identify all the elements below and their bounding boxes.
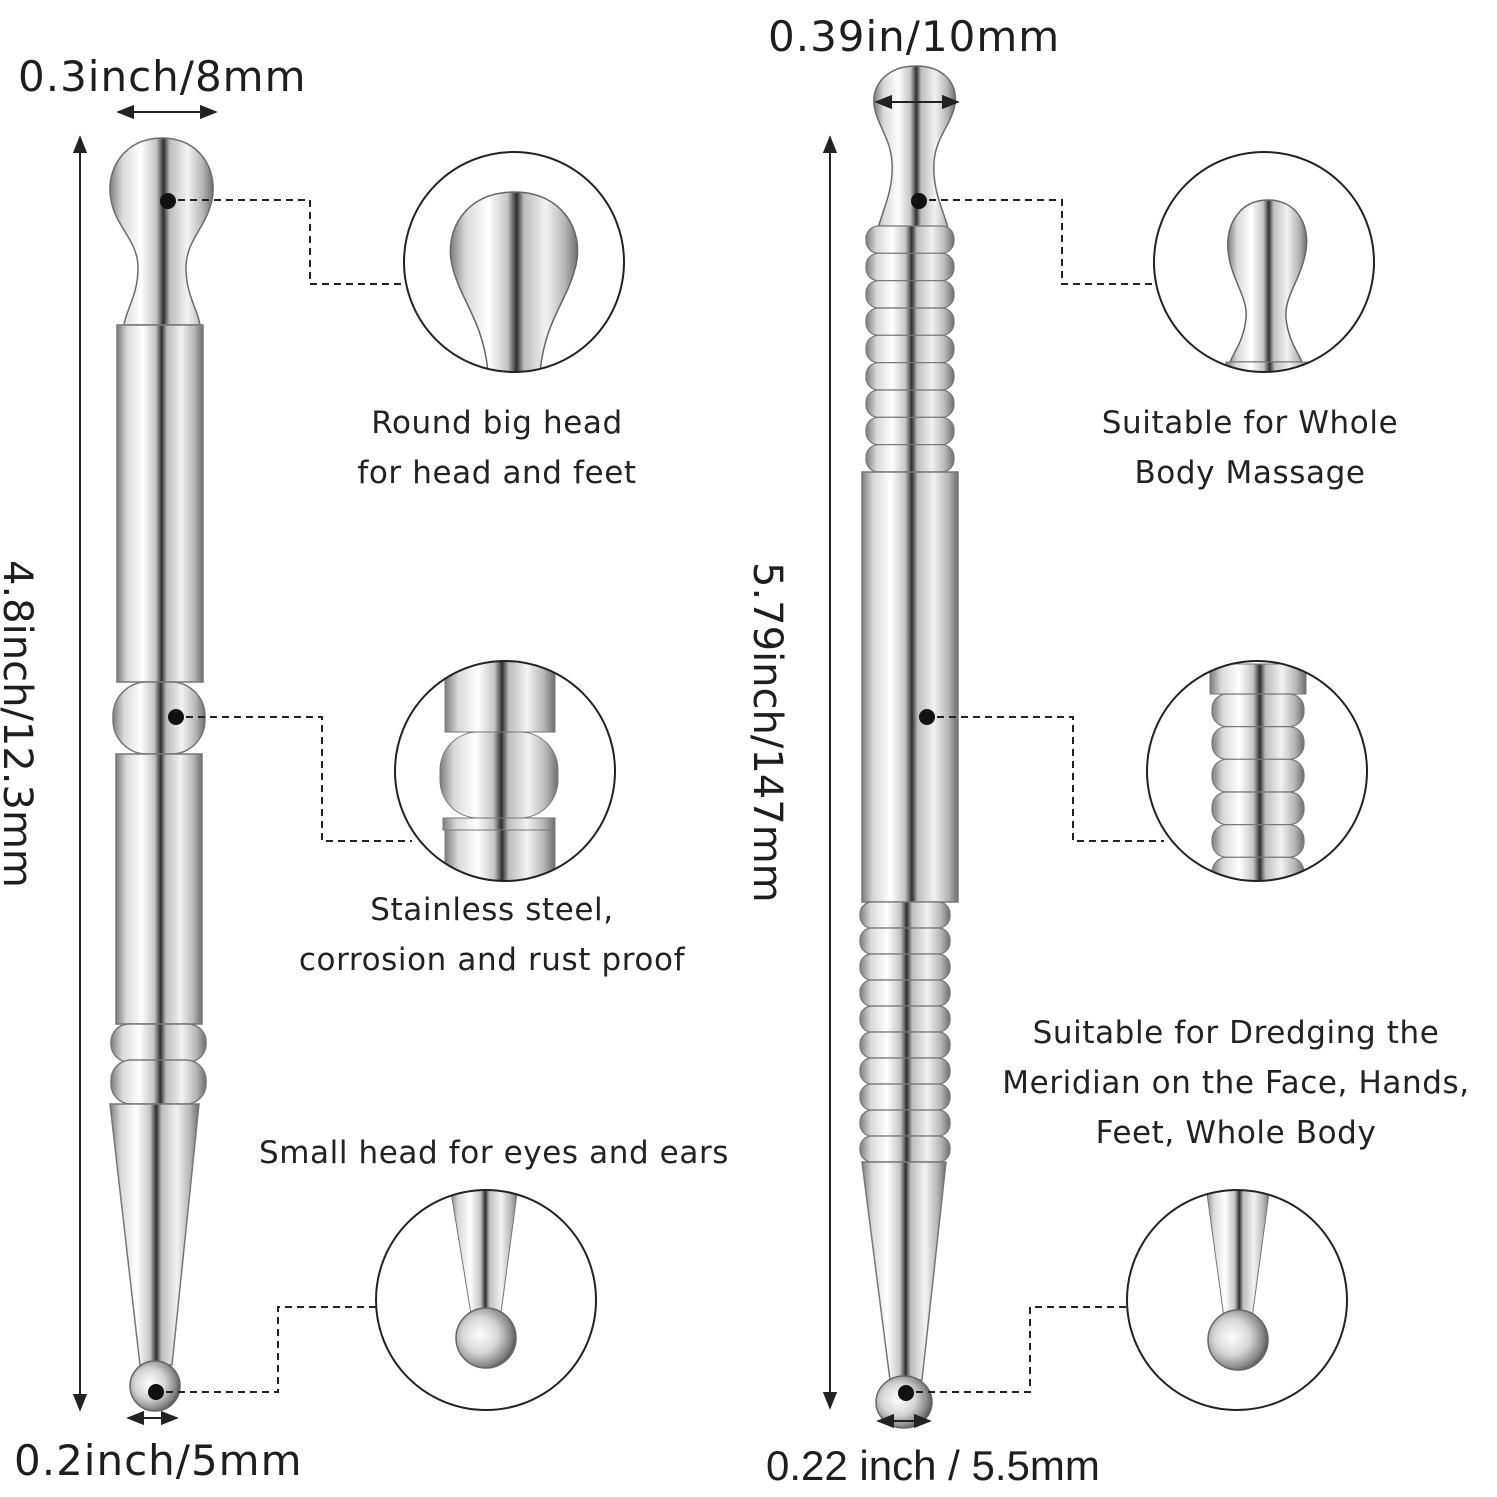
caption-small-head: Small head for eyes and ears (232, 1128, 756, 1178)
caption-material: Stainless steel, corrosion and rust proo… (262, 885, 722, 985)
stick-rib (859, 1005, 951, 1033)
caption-whole-body: Suitable for Whole Body Massage (1060, 398, 1440, 498)
caption-meridian: Suitable for Dredging the Meridian on th… (975, 1008, 1497, 1158)
stick-rib (859, 1057, 951, 1085)
left-tip-width-label: 0.2inch/5mm (14, 1436, 303, 1485)
stick-rib (859, 1083, 951, 1111)
zoom-rib (1211, 856, 1305, 881)
left-head-width-label: 0.3inch/8mm (18, 52, 307, 101)
zoom-rib (1211, 758, 1305, 793)
zoom-right-head (1153, 151, 1375, 373)
caption-line: Round big head (371, 405, 623, 441)
stick-rib (865, 416, 955, 446)
caption-line: Stainless steel, (370, 892, 614, 928)
stick-rib (865, 307, 955, 336)
right-leader-lines (916, 199, 1164, 1393)
caption-line: Meridian on the Face, Hands, (1002, 1065, 1470, 1101)
zoom-rib (1211, 693, 1305, 728)
stick-rib (865, 444, 955, 473)
right-head-width-label: 0.39in/10mm (768, 12, 1061, 61)
stick-rib (865, 252, 955, 282)
zoom-left-small-tip (375, 1189, 597, 1411)
zoom-left-big-head (403, 151, 625, 373)
caption-line: Feet, Whole Body (1095, 1115, 1377, 1151)
stick-rib (859, 1135, 951, 1163)
left-massage-stick (109, 137, 214, 1412)
zoom-right-tip (1126, 1189, 1348, 1411)
zoom-right-ribs (1146, 660, 1368, 882)
stick-rib (859, 1031, 951, 1059)
right-length-label: 5.79inch/147mm (744, 562, 790, 903)
stick-rib (859, 927, 951, 955)
caption-line: Suitable for Dredging the (1032, 1015, 1440, 1051)
caption-line: Body Massage (1134, 455, 1366, 491)
right-tip-width-label: 0.22 inch / 5.5mm (766, 1442, 1100, 1489)
caption-line: for head and feet (357, 455, 637, 491)
stick-rib (865, 280, 955, 309)
stick-rib (859, 901, 951, 929)
stick-rib (859, 979, 951, 1007)
left-length-label: 4.8inch/12.3mm (0, 560, 40, 888)
zoom-rib (1211, 791, 1305, 826)
stick-rib (865, 334, 955, 364)
right-dimension-lines (822, 94, 960, 1429)
stick-rib (865, 362, 955, 391)
caption-line: corrosion and rust proof (298, 942, 686, 978)
left-leader-lines (166, 199, 412, 1393)
right-massage-stick (859, 65, 959, 1429)
caption-line: Suitable for Whole (1101, 405, 1399, 441)
stick-rib (865, 225, 955, 254)
stick-rib (865, 389, 955, 418)
zoom-left-middle-bead (394, 660, 616, 882)
stick-rib (859, 953, 951, 981)
zoom-rib (1211, 726, 1305, 760)
zoom-rib (1211, 824, 1305, 858)
stick-rib (859, 1109, 951, 1137)
caption-big-head: Round big head for head and feet (300, 398, 694, 498)
caption-line: Small head for eyes and ears (258, 1135, 730, 1171)
left-dimension-lines (72, 104, 218, 1426)
